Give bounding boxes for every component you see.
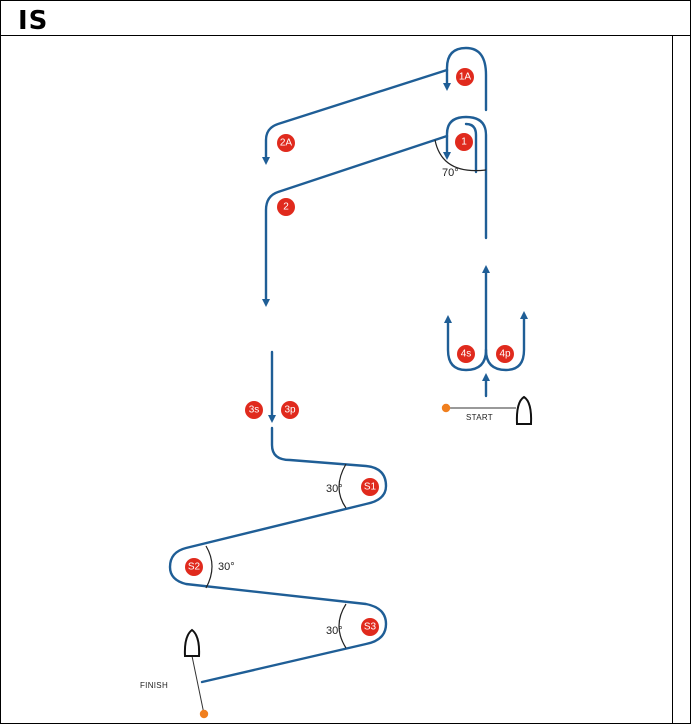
angle-s1-arc xyxy=(338,463,347,509)
start-label: START xyxy=(466,413,493,422)
marker-4s: 4s xyxy=(457,345,475,363)
flight-path-1-loop xyxy=(443,115,488,240)
marker-3p: 3p xyxy=(281,401,299,419)
marker-s1: S1 xyxy=(361,478,379,496)
svg-text:1: 1 xyxy=(461,137,467,148)
angle-s1-label: 30° xyxy=(326,483,343,495)
flight-path-4s-turn xyxy=(444,315,488,372)
flight-path-2a-leg xyxy=(262,68,449,165)
svg-text:2: 2 xyxy=(283,202,289,213)
flight-path-4p-turn xyxy=(484,311,528,372)
start-boat-icon xyxy=(515,395,533,425)
flight-path-s-turns xyxy=(168,426,388,684)
flight-path-1-outer xyxy=(464,122,478,174)
marker-3s: 3s xyxy=(245,401,263,419)
finish-line xyxy=(191,655,205,715)
angle-70-label: 70° xyxy=(442,167,459,179)
marker-1a: 1A xyxy=(456,68,474,86)
angle-s3-arc xyxy=(338,603,347,649)
header-divider xyxy=(1,35,690,36)
svg-text:1A: 1A xyxy=(459,72,472,83)
start-dot xyxy=(441,403,451,413)
marker-2: 2 xyxy=(277,198,295,216)
right-divider xyxy=(672,36,673,724)
svg-text:3s: 3s xyxy=(249,405,260,416)
marker-s3: S3 xyxy=(361,618,379,636)
svg-text:4s: 4s xyxy=(461,349,472,360)
svg-text:S1: S1 xyxy=(364,482,377,493)
svg-text:S2: S2 xyxy=(188,562,201,573)
marker-2a: 2A xyxy=(277,134,295,152)
svg-text:3p: 3p xyxy=(284,405,296,416)
angle-s2-arc xyxy=(205,545,213,589)
svg-text:S3: S3 xyxy=(364,622,377,633)
svg-text:4p: 4p xyxy=(499,349,511,360)
finish-label: FINISH xyxy=(140,681,168,690)
finish-dot xyxy=(199,709,209,719)
flight-path-1a-loop xyxy=(443,46,488,112)
angle-s2-label: 30° xyxy=(218,561,235,573)
angle-70-arc xyxy=(434,139,487,172)
finish-boat-icon xyxy=(183,628,201,657)
flight-path-2-leg xyxy=(262,134,449,307)
marker-4p: 4p xyxy=(496,345,514,363)
maneuver-code: IS xyxy=(18,6,49,36)
angle-s3-label: 30° xyxy=(326,625,343,637)
svg-text:2A: 2A xyxy=(280,138,293,149)
marker-1: 1 xyxy=(455,133,473,151)
marker-s2: S2 xyxy=(185,558,203,576)
